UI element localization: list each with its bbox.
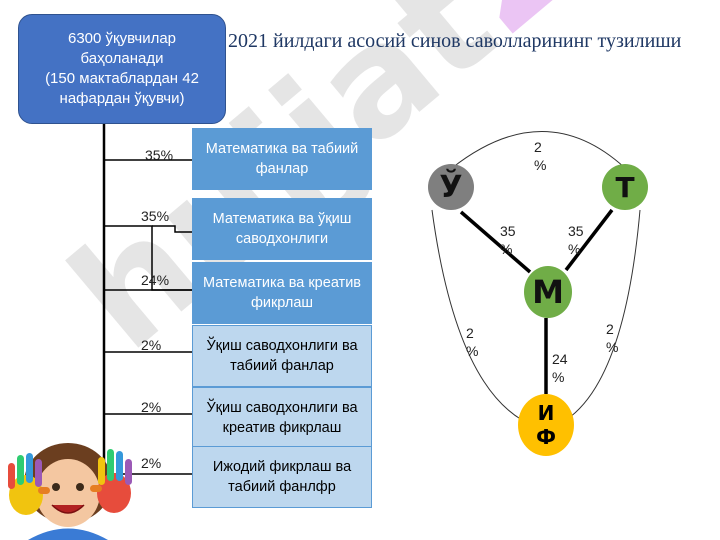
percent-label-3: 24% (141, 272, 170, 288)
edge-label-u-if: 2 % (466, 325, 479, 359)
edge-label-t-if: 2 % (606, 321, 619, 355)
edge-u-t (451, 131, 626, 169)
source-line-1: 6300 ўқувчилар (67, 30, 177, 47)
percent-label-1: 35% (145, 147, 174, 163)
node-if: И Ф (518, 394, 574, 456)
edge-u-if (431, 209, 523, 421)
category-box-2: Математика ва ўқиш саводхонлиги (192, 198, 372, 260)
node-u: Ў (428, 164, 474, 210)
category-box-4: Ўқиш саводхонлиги ва табиий фанлар (192, 325, 372, 387)
percent-label-6: 2% (141, 455, 162, 471)
edge-t-if (565, 209, 641, 421)
page-title: 2021 йилдаги асосий синов саволларининг … (228, 30, 682, 52)
percent-label-4: 2% (141, 337, 162, 353)
edge-label-u-t: 2 % (534, 139, 547, 173)
category-box-3: Математика ва креатив фикрлаш (192, 262, 372, 324)
node-if-line2: Ф (536, 425, 556, 449)
edge-t-m (564, 208, 614, 272)
source-line-2: баҳоланади (80, 50, 164, 67)
edge-label-u-m: 35 % (500, 223, 516, 257)
child-painted-hands-image (8, 443, 132, 540)
source-line-4: нафардан ўқувчи) (59, 90, 185, 107)
category-box-6: Ижодий фикрлаш ва табиий фанлфр (192, 446, 372, 508)
edge-label-m-if: 24 % (552, 351, 568, 385)
category-box-5: Ўқиш саводхонлиги ва креатив фикрлаш (192, 387, 372, 449)
node-if-line1: И (537, 401, 555, 425)
edge-u-m (459, 210, 532, 274)
source-box: 6300 ўқувчилар баҳоланади (150 мактаблар… (18, 14, 226, 124)
source-line-3: (150 мактаблардан 42 (45, 70, 199, 87)
percent-label-5: 2% (141, 399, 162, 415)
node-t: Т (602, 164, 648, 210)
category-box-1: Математика ва табиий фанлар (192, 128, 372, 190)
node-m: М (524, 266, 572, 318)
branch-2 (152, 225, 192, 233)
edge-label-t-m: 35 % (568, 223, 584, 257)
percent-label-2: 35% (141, 208, 170, 224)
